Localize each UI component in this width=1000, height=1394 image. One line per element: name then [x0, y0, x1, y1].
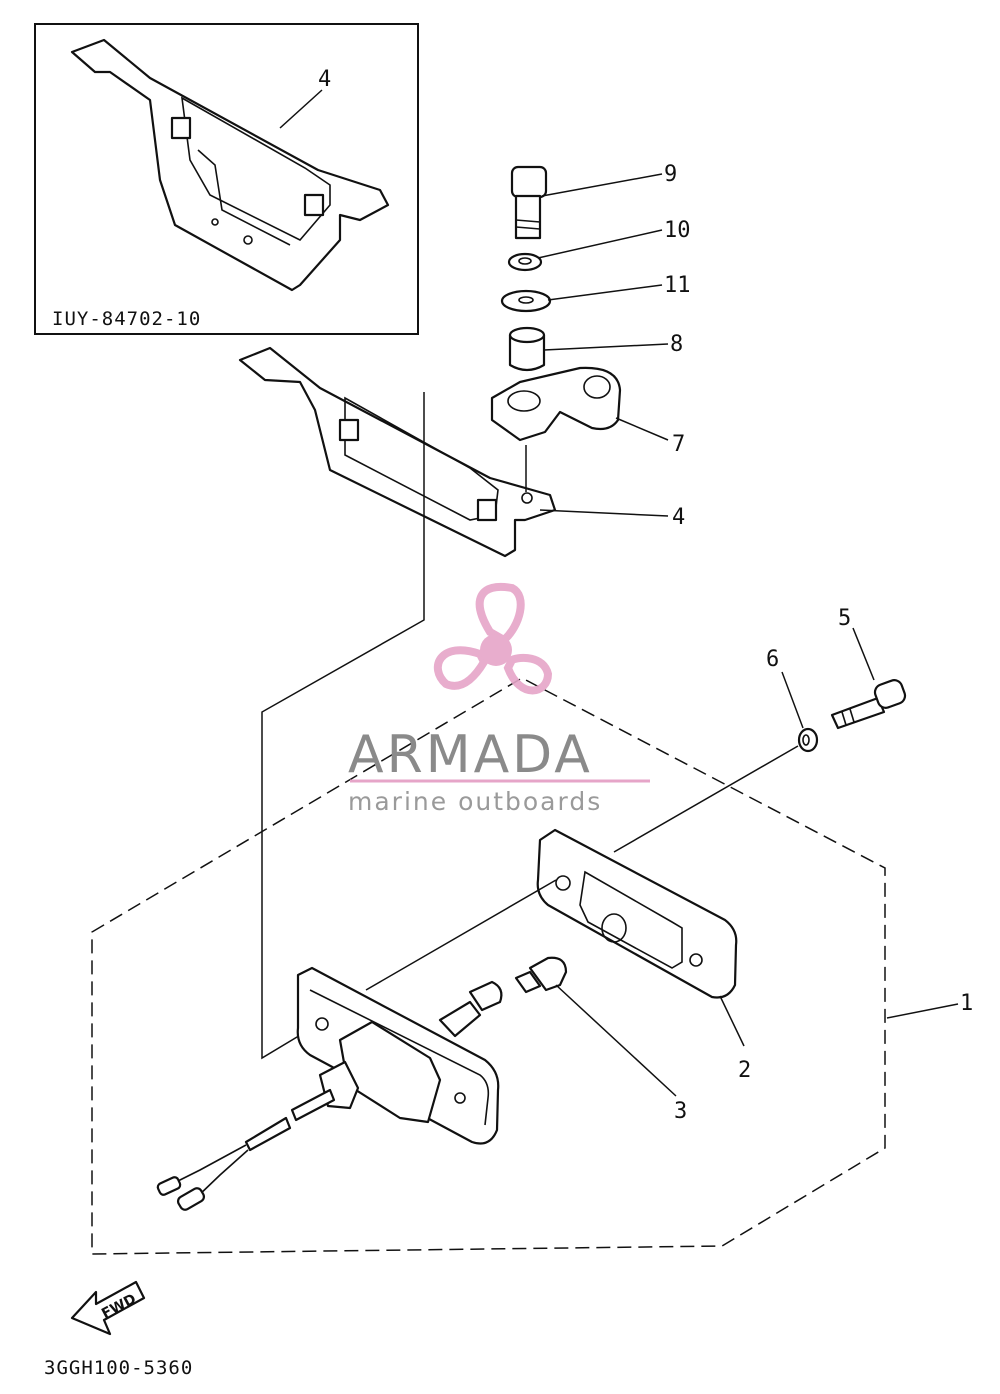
lens-part-2: [536, 828, 738, 999]
watermark-brand: ARMADA: [348, 725, 593, 785]
inset-bracket: [70, 38, 390, 292]
collar-part-8: [508, 326, 546, 372]
callout-11: 11: [664, 273, 691, 298]
callout-5: 5: [838, 606, 851, 631]
lock-washer-part-10: [507, 252, 543, 272]
watermark-tagline: marine outboards: [348, 787, 602, 816]
callout-1: 1: [960, 991, 973, 1016]
arm-part-7: [490, 366, 622, 442]
washer-part-11: [500, 289, 552, 313]
washer-part-6: [797, 727, 819, 753]
callout-4-inset: 4: [318, 67, 331, 92]
wire-leads: [156, 1088, 336, 1211]
lamp-housing: [296, 966, 503, 1145]
inset-part-code: IUY-84702-10: [52, 308, 201, 330]
screw-part-5: [830, 679, 907, 730]
callout-9: 9: [664, 162, 677, 187]
callout-10: 10: [664, 218, 691, 243]
callout-3: 3: [674, 1099, 687, 1124]
bolt-part-9: [510, 165, 548, 240]
armada-watermark: ARMADA marine outboards: [348, 582, 650, 816]
forward-direction-arrow-icon: FWD: [70, 1280, 146, 1336]
callout-7: 7: [672, 432, 685, 457]
propeller-logo-icon: [433, 582, 553, 695]
figure-code: 3GGH100-5360: [44, 1357, 193, 1379]
callout-8: 8: [670, 332, 683, 357]
inset-panel: 4 IUY-84702-10: [34, 23, 419, 335]
callout-2: 2: [738, 1058, 751, 1083]
callout-6: 6: [766, 647, 779, 672]
bulb-part-3: [514, 956, 568, 994]
callout-4: 4: [672, 505, 685, 530]
bracket-part-4: [238, 346, 557, 558]
